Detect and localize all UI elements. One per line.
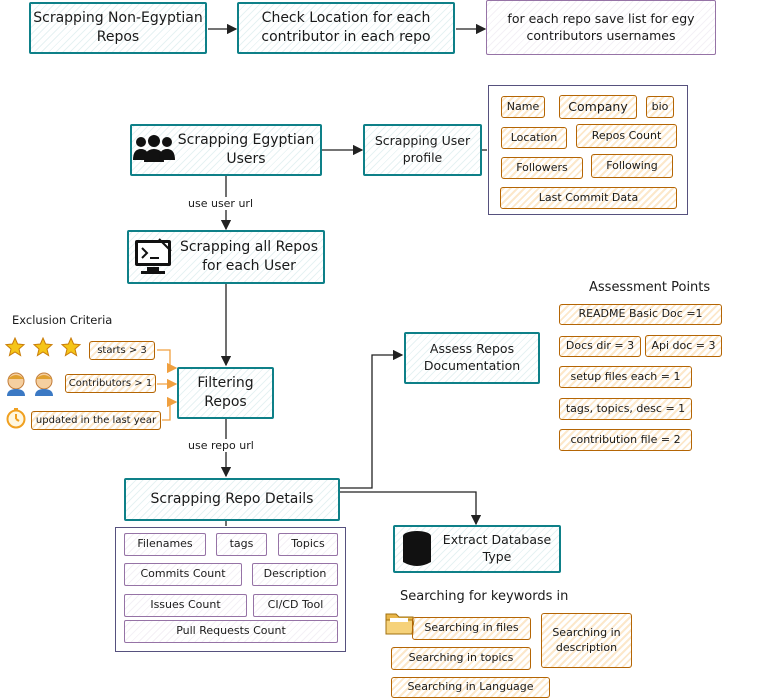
field-following: Following (591, 154, 673, 178)
detail-filenames: Filenames (124, 533, 206, 556)
detail-commits-count: Commits Count (124, 563, 242, 586)
detail-description: Description (252, 563, 338, 586)
assess-tags-topics-desc: tags, topics, desc = 1 (559, 398, 692, 420)
detail-issues-count: Issues Count (124, 594, 247, 617)
assess-docs-dir: Docs dir = 3 (559, 336, 641, 357)
criterion-contributors: Contributors > 1 (65, 374, 156, 393)
use-user-url-label: use user url (188, 197, 254, 210)
assess-api-doc: Api doc = 3 (645, 335, 722, 357)
repo-detail-fields-group (115, 527, 346, 652)
search-in-language: Searching in Language (391, 677, 550, 698)
scrapping-all-repos-box: Scrapping all Repos for each User (127, 230, 325, 284)
search-in-files: Searching in files (412, 617, 531, 640)
monitor-code-icon (135, 238, 172, 274)
assess-contribution-file: contribution file = 2 (559, 429, 692, 451)
exclusion-criteria-title: Exclusion Criteria (12, 313, 113, 327)
field-location: Location (501, 127, 567, 149)
field-name: Name (501, 96, 545, 118)
check-location-box: Check Location for each contributor in e… (237, 2, 455, 54)
database-icon (403, 531, 431, 566)
field-company: Company (559, 95, 637, 119)
filtering-repos-box: Filtering Repos (177, 367, 274, 419)
detail-topics: Topics (278, 533, 338, 556)
use-repo-url-label: use repo url (188, 439, 254, 452)
save-list-box: for each repo save list for egy contribu… (486, 0, 716, 55)
field-bio: bio (646, 96, 674, 118)
folder-icon (385, 613, 415, 635)
detail-pull-requests-count: Pull Requests Count (124, 620, 338, 643)
field-followers: Followers (501, 157, 583, 179)
scrapping-repo-details-box: Scrapping Repo Details (124, 478, 340, 521)
stopwatch-icon (6, 408, 26, 429)
searching-keywords-title: Searching for keywords in (400, 589, 569, 604)
detail-ci-cd-tool: CI/CD Tool (253, 594, 338, 617)
assessment-points-title: Assessment Points (589, 280, 711, 295)
arrow-details-to-extract (340, 491, 482, 526)
assess-readme: README Basic Doc =1 (559, 304, 722, 325)
assess-setup-files: setup files each = 1 (559, 366, 692, 388)
contributors-icon (7, 372, 53, 396)
criterion-stars: starts > 3 (89, 341, 155, 360)
users-group-icon (133, 135, 175, 162)
field-last-commit-data: Last Commit Data (500, 187, 677, 209)
stars-icon (4, 337, 82, 357)
field-repos-count: Repos Count (576, 124, 677, 148)
arrow-details-to-assess (340, 349, 404, 489)
criterion-updated: updated in the last year (31, 411, 161, 430)
scrapping-non-egyptian-repos-box: Scrapping Non-Egyptian Repos (29, 2, 207, 54)
arrow-updated-to-filter (162, 396, 178, 421)
detail-tags: tags (216, 533, 267, 556)
scrapping-user-profile-box: Scrapping User profile (363, 124, 482, 176)
assess-repos-documentation-box: Assess Repos Documentation (404, 332, 540, 384)
search-in-description: Searching in description (541, 613, 632, 668)
search-in-topics: Searching in topics (391, 647, 531, 670)
scrapping-egyptian-users-box: Scrapping Egyptian Users (130, 124, 322, 176)
arrow-stars-to-filter (157, 349, 178, 374)
